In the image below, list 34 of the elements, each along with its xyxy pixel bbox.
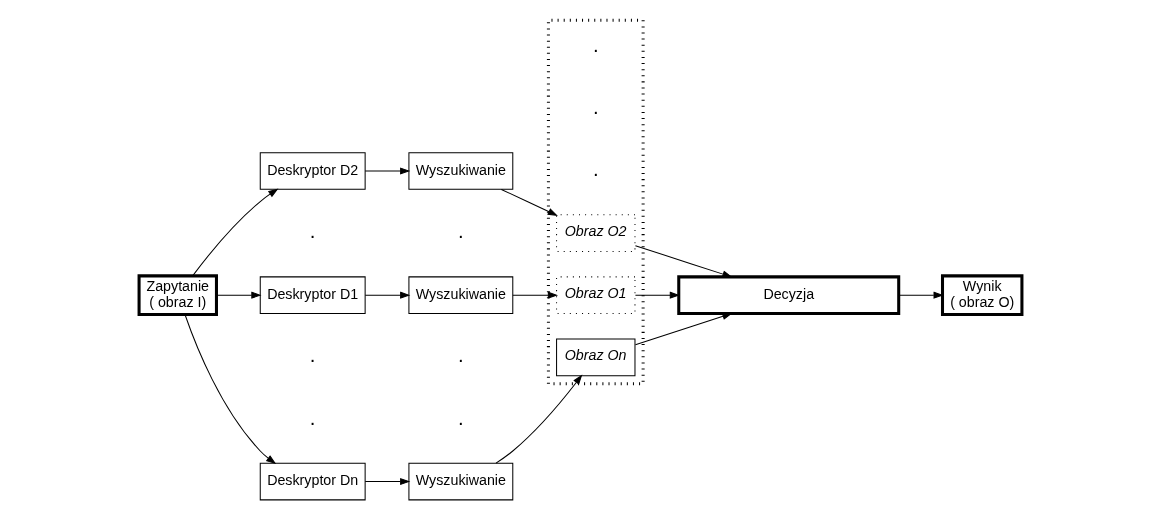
arrow xyxy=(898,291,944,299)
node-box: Decyzja xyxy=(677,275,901,316)
node-box: Wyszukiwanie xyxy=(408,152,514,190)
arrow xyxy=(184,314,277,465)
label: . xyxy=(309,344,316,367)
node-box: Zapytanie ( obraz I) xyxy=(137,274,218,317)
arrow xyxy=(364,167,411,175)
label: . xyxy=(458,344,464,367)
node-box: Wyszukiwanie xyxy=(408,276,514,315)
arrow xyxy=(364,478,411,486)
label: . xyxy=(309,220,316,243)
label: . xyxy=(458,406,464,429)
node-box: Deskryptor D1 xyxy=(259,276,366,315)
node-box: Obraz On xyxy=(556,338,636,377)
node-box: Obraz O1 xyxy=(556,276,636,315)
node-box: Deskryptor D2 xyxy=(259,152,366,190)
label: . xyxy=(592,158,599,181)
arrow xyxy=(634,312,733,346)
arrow xyxy=(364,291,411,299)
arrow xyxy=(634,245,733,278)
arrow xyxy=(216,291,262,299)
label: . xyxy=(592,33,599,56)
node-box: Wynik ( obraz O) xyxy=(940,274,1024,317)
node-box: Deskryptor Dn xyxy=(259,462,366,501)
node-box: Wyszukiwanie xyxy=(408,462,514,501)
label: . xyxy=(309,406,316,429)
label: . xyxy=(592,95,599,118)
arrow xyxy=(500,188,558,216)
label: . xyxy=(458,220,464,243)
node-box: Obraz O2 xyxy=(556,214,636,252)
arrow xyxy=(634,291,680,299)
arrow xyxy=(512,291,559,299)
arrow xyxy=(495,374,583,464)
arrow xyxy=(192,188,279,277)
